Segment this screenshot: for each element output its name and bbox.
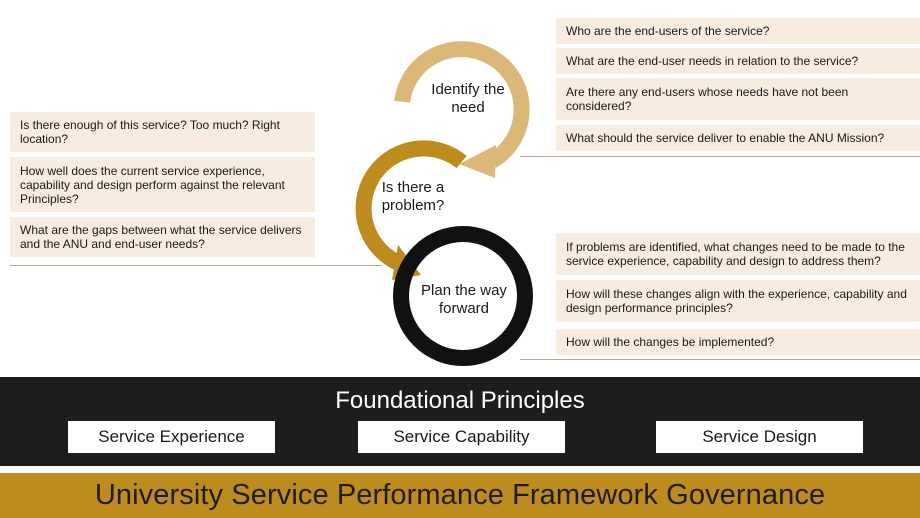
is-there-a-problem-label: Is there a problem? bbox=[381, 179, 445, 214]
identify-question: Who are the end-users of the service? bbox=[556, 18, 920, 44]
governance-title: University Service Performance Framework… bbox=[94, 479, 826, 511]
problem-connector-line bbox=[10, 265, 382, 266]
plan-ring bbox=[393, 226, 533, 366]
identify-question: Are there any end-users whose needs have… bbox=[556, 78, 920, 120]
plan-question: How will these changes align with the ex… bbox=[556, 280, 920, 322]
foundational-principles-bar: Foundational Principles Service Experien… bbox=[0, 377, 920, 466]
problem-question: Is there enough of this service? Too muc… bbox=[10, 112, 315, 152]
identify-question: What should the service deliver to enabl… bbox=[556, 125, 920, 151]
plan-the-way-forward-label: Plan the way forward bbox=[421, 282, 507, 317]
identify-the-need-label: Identify the need bbox=[431, 81, 505, 116]
problem-question: How well does the current service experi… bbox=[10, 157, 315, 212]
service-experience-box: Service Experience bbox=[68, 421, 275, 453]
plan-question: If problems are identified, what changes… bbox=[556, 233, 920, 275]
service-capability-box: Service Capability bbox=[358, 421, 565, 453]
plan-question: How will the changes be implemented? bbox=[556, 329, 920, 355]
foundational-principles-title: Foundational Principles bbox=[335, 387, 585, 414]
identify-ring bbox=[394, 41, 530, 178]
governance-bar: University Service Performance Framework… bbox=[0, 473, 920, 518]
identify-connector-line bbox=[520, 156, 920, 157]
identify-question: What are the end-user needs in relation … bbox=[556, 48, 920, 74]
plan-connector-line bbox=[520, 359, 920, 360]
service-design-box: Service Design bbox=[656, 421, 863, 453]
cycle-diagram bbox=[355, 41, 533, 366]
problem-question: What are the gaps between what the servi… bbox=[10, 217, 315, 257]
